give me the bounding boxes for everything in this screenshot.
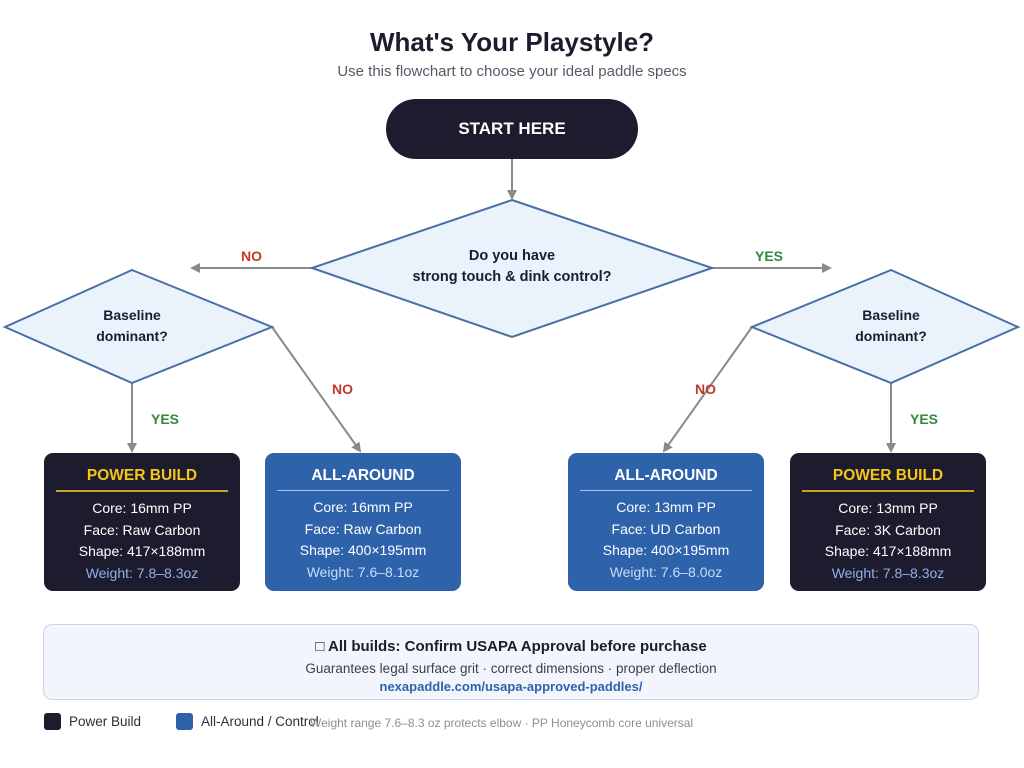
page-title: What's Your Playstyle? [369,27,655,57]
edge-label-left-no: NO [332,381,353,397]
legend-label: All-Around / Control [201,714,319,729]
decision-diamond-main [308,198,716,339]
card-core: Core: 13mm PP [838,500,938,516]
decision-right-line2: dominant? [855,328,927,344]
legend-item-power-build: Power Build [44,713,141,730]
card-title: ALL-AROUND [277,467,449,491]
edge-label-right-no: NO [695,381,716,397]
card-weight: Weight: 7.8–8.3oz [85,564,199,581]
legend-note: Weight range 7.6–8.3 oz protects elbow ·… [310,716,694,730]
legend-swatch-blue [176,713,193,730]
card-title: POWER BUILD [56,467,228,492]
decision-left-line1: Baseline [103,307,161,323]
card-core: Core: 16mm PP [92,500,192,516]
result-card-power-build-right: POWER BUILD Core: 13mm PP Face: 3K Carbo… [790,453,986,591]
note-title: All builds: Confirm USAPA Approval befor… [328,638,707,655]
decision-left-text: Baseline dominant? [62,305,202,347]
edge-label-main-no: NO [241,248,262,264]
card-face: Face: UD Carbon [611,520,721,537]
page-subtitle: Use this flowchart to choose your ideal … [337,63,687,80]
card-shape: Shape: 417×188mm [824,543,952,559]
decision-main-line2: strong touch & dink control? [412,269,612,285]
legend-item-all-around: All-Around / Control [176,713,319,730]
result-card-all-around-right: ALL-AROUND Core: 13mm PP Face: UD Carbon… [568,453,764,591]
decision-main-text: Do you have strong touch & dink control? [392,246,632,288]
arrow-right-no [662,326,753,453]
card-core: Core: 16mm PP [313,499,413,515]
note-subtitle: Guarantees legal surface grit · correct … [305,661,717,676]
result-card-power-build-left: POWER BUILD Core: 16mm PP Face: Raw Carb… [44,453,240,591]
card-title: POWER BUILD [802,467,974,492]
decision-diamond-left [2,268,275,385]
card-core: Core: 13mm PP [616,499,716,515]
decision-left-line2: dominant? [96,328,168,344]
decision-right-text: Baseline dominant? [821,305,961,347]
usapa-note-box: □ All builds: Confirm USAPA Approval bef… [43,624,979,700]
card-shape: Shape: 400×195mm [299,542,427,558]
note-icon: □ [315,638,325,655]
legend-swatch-dark [44,713,61,730]
edge-label-right-yes: YES [910,411,939,427]
note-title-row: □ All builds: Confirm USAPA Approval bef… [44,638,978,655]
decision-main-line1: Do you have [468,248,556,264]
card-shape: Shape: 417×188mm [78,543,206,559]
card-shape: Shape: 400×195mm [602,542,730,558]
decision-right-line1: Baseline [862,307,920,323]
edge-label-left-yes: YES [151,411,180,427]
card-weight: Weight: 7.6–8.1oz [306,563,420,580]
edge-label-main-yes: YES [755,248,784,264]
card-weight: Weight: 7.6–8.0oz [609,563,723,580]
card-weight: Weight: 7.8–8.3oz [831,564,945,581]
card-title: ALL-AROUND [580,467,752,491]
result-card-all-around-left: ALL-AROUND Core: 16mm PP Face: Raw Carbo… [265,453,461,591]
card-face: Face: 3K Carbon [835,521,941,538]
decision-diamond-right [749,268,1021,385]
card-face: Face: Raw Carbon [304,520,422,537]
note-link[interactable]: nexapaddle.com/usapa-approved-paddles/ [379,679,643,694]
legend-label: Power Build [69,714,142,729]
start-node: START HERE [386,99,638,159]
card-face: Face: Raw Carbon [83,521,201,538]
arrow-left-no [271,326,362,453]
